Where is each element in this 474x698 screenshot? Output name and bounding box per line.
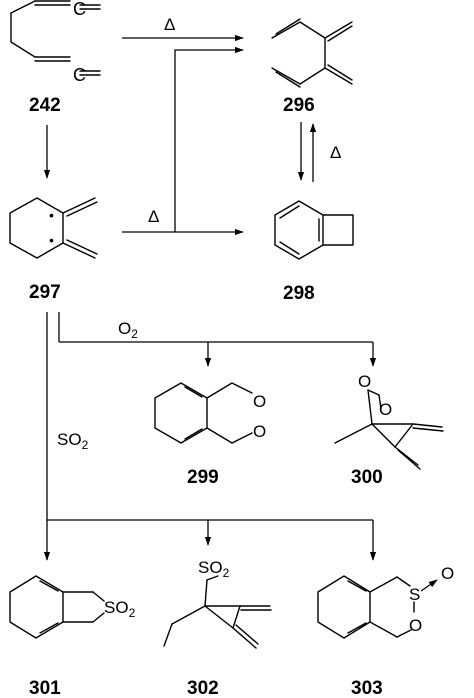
radical-dot-lower: • [49,232,54,248]
arrow-297-to-296-branch [174,46,244,232]
label-297: 297 [29,282,61,303]
reagent-heat-top: Δ [164,15,175,34]
structure-299 [154,382,253,444]
label-242: 242 [29,95,61,116]
structure-296 [271,18,353,88]
arrow-s-to-o-303 [420,579,438,592]
reagent-heat-middle: Δ [148,207,159,226]
atom-o-303-ring: O [409,616,422,635]
atom-so2-301: SO2 [104,598,136,620]
reagent-heat-equilibrium: Δ [330,143,341,162]
label-300: 300 [351,467,383,488]
structure-242 [10,0,101,76]
label-298: 298 [283,283,315,304]
atom-o-300-left: O [358,372,371,391]
label-301: 301 [29,678,61,698]
atom-o-300-right: O [379,400,392,419]
structure-300 [334,389,444,470]
atom-o-303-exo: O [441,564,454,583]
structure-302 [163,575,272,649]
label-296: 296 [283,95,315,116]
structure-298 [274,200,354,260]
label-303: 303 [351,678,383,698]
structure-301 [9,575,105,639]
reagent-o2: O2 [118,319,138,341]
structure-297 [9,197,98,259]
atom-so2-302: SO2 [198,558,230,580]
label-299: 299 [187,467,219,488]
atom-c-lower: C [73,65,86,85]
atom-s-303: S [409,585,420,604]
label-302: 302 [187,678,219,698]
reagent-so2: SO2 [57,430,89,452]
structure-303 [317,575,415,639]
atom-o-299-upper: O [253,392,266,411]
radical-dot-upper: • [49,207,54,223]
atom-o-299-lower: O [253,422,266,441]
atom-c-upper: C [73,0,86,19]
